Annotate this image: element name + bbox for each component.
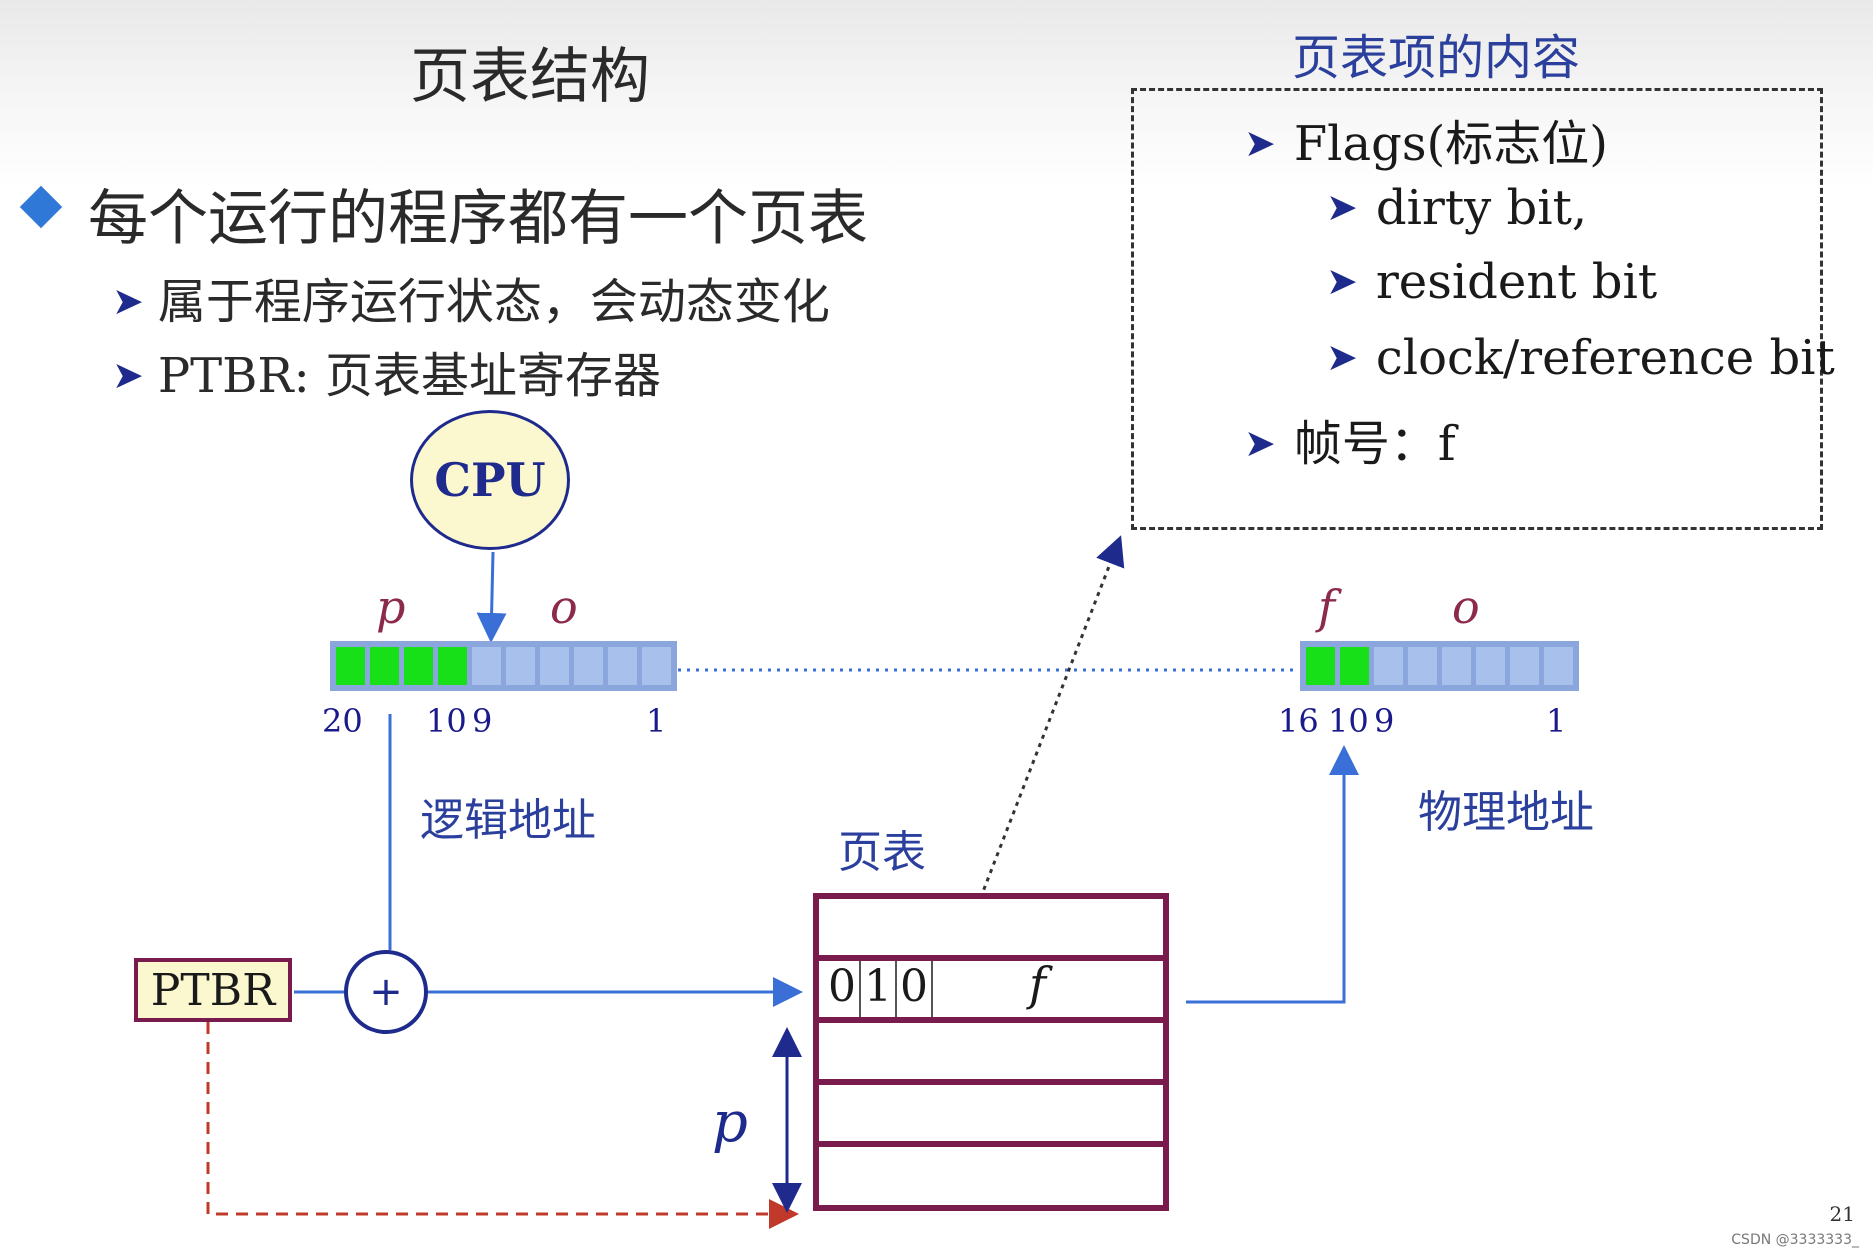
page-table-row-divider [819,1079,1163,1085]
address-cell-blue [642,647,671,685]
sub-bullet-1: ➤ 属于程序运行状态，会动态变化 [112,262,830,332]
entry-bit: 0 [825,961,861,1017]
adder-node: + [344,950,428,1034]
sub-bullet-2-text: PTBR: 页表基址寄存器 [157,348,662,404]
page-offset-p: p [712,1090,748,1155]
address-cell-blue [1510,647,1539,685]
physical-bit-label: 9 [1374,702,1395,740]
address-cell-green [336,647,365,685]
flag-item-text: resident bit [1375,254,1658,310]
page-table-row-divider [819,1141,1163,1147]
logical-bit-label: 20 [322,702,363,740]
page-number: 21 [1829,1202,1855,1226]
flags-panel-title: 页表项的内容 [1292,30,1581,86]
address-cell-blue [608,647,637,685]
physical-address-label: 物理地址 [1418,787,1594,838]
chevron-right-icon: ➤ [1244,421,1276,465]
address-cell-blue [1442,647,1471,685]
flag-item-text: 帧号：f [1293,416,1456,472]
address-cell-blue [1374,647,1403,685]
physical-bit-label: 1 [1546,702,1567,740]
flag-item-flags: ➤ Flags(标志位) [1244,104,1608,174]
address-cell-blue [540,647,569,685]
physical-address-register [1300,641,1579,691]
address-cell-green [1306,647,1335,685]
logical-bit-label: 10 [426,702,467,740]
logical-address-label: 逻辑地址 [420,795,596,846]
address-cell-blue [1408,647,1437,685]
watermark: CSDN @3333333_ [1731,1232,1859,1248]
cpu-arrow [476,551,507,643]
entry-to-flags-arrow [946,535,1125,983]
page-table-entry-bits: 0 1 0 [825,961,933,1017]
flag-item-dirty: ➤ dirty bit, [1326,180,1587,236]
flag-item-text: Flags(标志位) [1293,116,1608,172]
chevron-right-icon: ➤ [112,279,144,323]
chevron-right-icon: ➤ [1326,335,1358,379]
logical-field-p: p [376,580,406,634]
flag-item-resident: ➤ resident bit [1326,254,1657,310]
sub-bullet-1-text: 属于程序运行状态，会动态变化 [157,274,830,330]
address-cell-blue [506,647,535,685]
chevron-right-icon: ➤ [1326,259,1358,303]
ptbr-register: PTBR [134,958,292,1022]
table-to-physical-arrow [1186,745,1359,1004]
page-table-entry-frame: f [1029,957,1047,1011]
page-table-label: 页表 [838,827,926,878]
chevron-right-icon: ➤ [112,353,144,397]
page-table-row-divider [819,955,1163,961]
chevron-right-icon: ➤ [1244,121,1276,165]
page-table: 0 1 0 f [813,893,1169,1211]
page-table-row-divider [819,1017,1163,1023]
address-cell-green [438,647,467,685]
flag-item-clock: ➤ clock/reference bit [1326,330,1835,386]
flag-item-frame: ➤ 帧号：f [1244,404,1456,474]
physical-field-f: f [1318,580,1336,634]
physical-field-o: o [1452,580,1480,634]
slide-title: 页表结构 [410,42,650,112]
flags-panel-box [1131,88,1823,530]
chevron-right-icon: ➤ [1326,185,1358,229]
logical-bit-label: 9 [472,702,493,740]
cpu-node: CPU [410,410,570,550]
logical-address-register [330,641,677,691]
address-cell-green [1340,647,1369,685]
address-cell-green [404,647,433,685]
main-bullet-text: 每个运行的程序都有一个页表 [88,184,868,254]
address-cell-green [370,647,399,685]
address-cell-blue [1476,647,1505,685]
flag-item-text: clock/reference bit [1375,330,1835,386]
ptbr-base-dashed-arrow [206,1022,799,1229]
address-cell-blue [472,647,501,685]
sub-bullet-2: ➤ PTBR: 页表基址寄存器 [112,336,661,406]
address-cell-blue [574,647,603,685]
entry-bit: 1 [861,961,897,1017]
address-cell-blue [1544,647,1573,685]
flag-item-text: dirty bit, [1375,180,1588,236]
entry-bit: 0 [897,961,933,1017]
physical-bit-label: 10 [1328,702,1369,740]
physical-bit-label: 16 [1278,702,1319,740]
logical-field-o: o [550,580,578,634]
logical-bit-label: 1 [646,702,667,740]
